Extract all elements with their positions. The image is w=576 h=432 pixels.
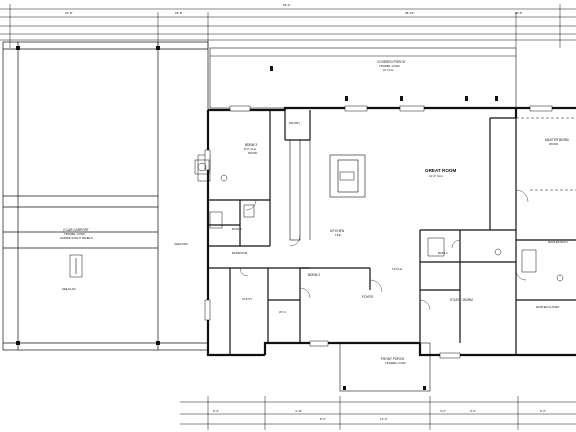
dim-top-2: 18'-8" (175, 11, 183, 15)
carport-posts (16, 46, 160, 345)
mudroom-label: MUDROOM (232, 251, 248, 255)
carport-label: 2 CAR CARPORT (63, 228, 89, 232)
kitchen-spec: TILE (335, 233, 341, 237)
bdrm3-spec: 8'-0" CLG. (244, 147, 257, 151)
carport-finish: TROWEL CONC. (64, 232, 86, 236)
master-bedroom-spec: WOOD (549, 142, 558, 146)
front-porch (339, 342, 431, 392)
dim-top-4: 38'-10" (405, 11, 414, 15)
master-bedroom-label: MASTER BDRM (545, 138, 569, 142)
dim-top-3: 64'-2" (283, 3, 291, 7)
dim-bottom-7: 6'-0" (540, 409, 546, 413)
dim-bottom-4: 12'-0" (380, 417, 388, 421)
master-suite-walls (516, 106, 576, 357)
bdrm3-label: BDRM 3 (245, 143, 257, 147)
kitchen-label: KITCHEN (330, 229, 345, 233)
wic-label: W.I.C. (279, 310, 287, 314)
pantry-label: PANTRY (289, 121, 300, 125)
great-room-label: GREAT ROOM (425, 168, 456, 173)
door-swings (239, 189, 529, 311)
front-porch-columns (343, 386, 426, 390)
carport-note: SEE PLAN (62, 287, 76, 291)
tp-clg-label: TP CLG. (392, 267, 403, 271)
bath2-label: BATH 2 (438, 251, 448, 255)
master-closet-label: MASTER CLOSET (536, 305, 560, 309)
covered-porch-spec2: 10' CLG. (383, 68, 394, 72)
front-porch-label: FRONT PORCH (381, 357, 405, 361)
interior-walls (208, 110, 576, 355)
dim-top-1: 23'-8" (65, 11, 73, 15)
master-bath-label: MASTER BATH (548, 240, 568, 244)
dim-bottom-1: 9'-4" (213, 409, 219, 413)
bath3-label: BATH 3 (232, 227, 242, 231)
top-dimension-lines (0, 4, 576, 48)
master-suite-interior (516, 117, 576, 191)
front-porch-spec: TROWEL CONC. (385, 361, 407, 365)
study-label: STUDY / BDRM (450, 298, 473, 302)
covered-porch-spec: TROWEL CONC. (379, 64, 401, 68)
great-room-spec: 12'-0" CLG. (429, 174, 444, 178)
utility-label: UTILITY (242, 297, 253, 301)
carport-stair-symbol (69, 254, 83, 278)
dim-top-5: 60'-6" (515, 11, 523, 15)
carport-outline (2, 41, 209, 351)
carport-misc: HARDIE SOFFIT PANELS (60, 236, 93, 240)
covered-porch-columns (270, 66, 498, 101)
windows (204, 105, 553, 359)
bdrm2-label: BDRM 2 (308, 273, 320, 277)
shelving-label: SHELVING (174, 242, 188, 246)
bdrm3-spec2: WOOD (248, 151, 257, 155)
dim-bottom-3: 8'-0" (320, 417, 326, 421)
covered-porch (209, 47, 517, 109)
foyer-label: FOYER (362, 295, 374, 299)
dim-bottom-2: 4'-11" (295, 409, 302, 413)
bottom-dimension-lines (180, 396, 576, 430)
stove-symbol (194, 159, 210, 175)
kitchen-counters (289, 139, 366, 241)
kitchen-sink (339, 171, 355, 181)
covered-porch-label: COVERED PORCH (377, 60, 406, 64)
dim-bottom-6: 6'-6" (470, 409, 476, 413)
dim-bottom-5: 4'-2" (440, 409, 446, 413)
